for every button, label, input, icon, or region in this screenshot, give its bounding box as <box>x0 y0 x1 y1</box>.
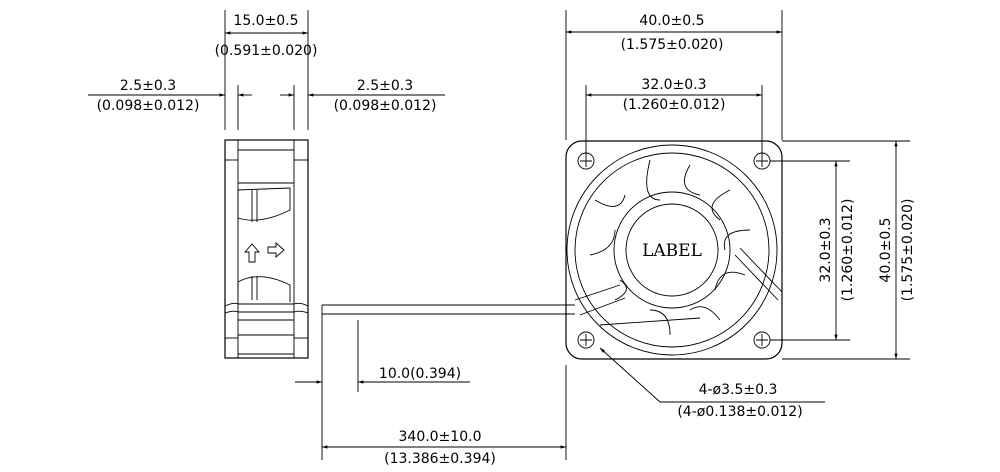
lead-length-dim: 340.0±10.0 <box>399 429 482 445</box>
hole-dim: 4-ø3.5±0.3 <box>699 382 778 398</box>
front-view: LABEL 40.0±0.5 (1.575±0.020) 32.0±0.3 (1… <box>565 10 916 420</box>
hole-spacing-v-dim: 32.0±0.3 <box>818 217 834 282</box>
rotation-arrow-icon <box>267 242 285 258</box>
side-view: 15.0±0.5 (0.591±0.020) 2.5±0.3 (0.098±0.… <box>88 10 445 359</box>
frame-height-dim-in: (1.575±0.020) <box>900 199 916 302</box>
fan-label: LABEL <box>642 241 702 261</box>
lead-length-dim-in: (13.386±0.394) <box>384 451 496 467</box>
frame-width-dim: 40.0±0.5 <box>639 13 704 29</box>
hole-dim-in: (4-ø0.138±0.012) <box>677 404 802 420</box>
hole-spacing-v-dim-in: (1.260±0.012) <box>840 199 856 302</box>
right-flange-dim-in: (0.098±0.012) <box>334 98 437 114</box>
hole-spacing-dim-in: (1.260±0.012) <box>623 97 726 113</box>
right-flange-dim: 2.5±0.3 <box>357 78 413 94</box>
frame-width-dim-in: (1.575±0.020) <box>621 37 724 53</box>
strip-dim: 10.0(0.394) <box>379 366 461 382</box>
hole-spacing-dim: 32.0±0.3 <box>641 77 706 93</box>
left-flange-dim-in: (0.098±0.012) <box>97 98 200 114</box>
airflow-arrow-icon <box>244 243 260 263</box>
frame-height-dim: 40.0±0.5 <box>878 217 894 282</box>
width-dim-in: (0.591±0.020) <box>215 43 318 59</box>
width-dim: 15.0±0.5 <box>233 13 298 29</box>
lead-wires: 10.0(0.394) 340.0±10.0 (13.386±0.394) <box>295 304 575 467</box>
left-flange-dim: 2.5±0.3 <box>120 78 176 94</box>
